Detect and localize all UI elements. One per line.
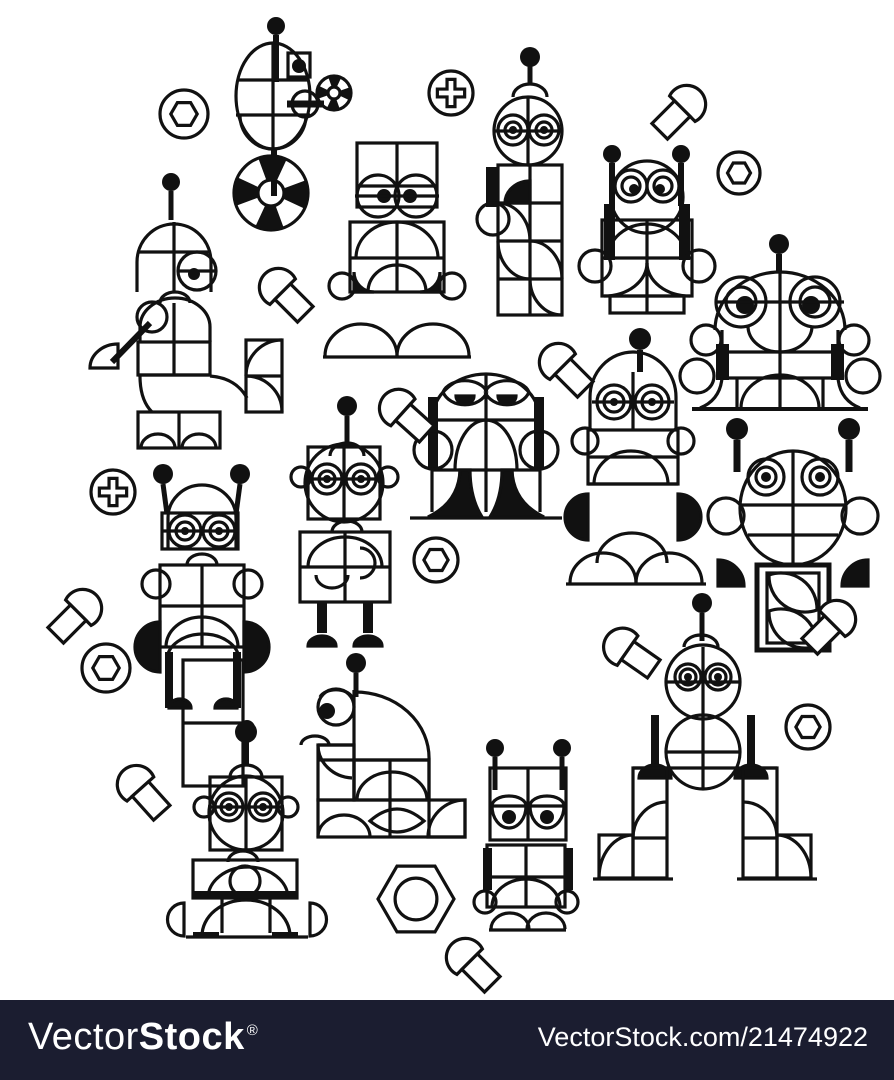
- watermark-bar: VectorStock® VectorStock.com/21474922: [0, 1000, 894, 1080]
- logo-text-bold: Stock: [138, 1015, 245, 1058]
- robots-illustration: [45, 17, 882, 995]
- robot-scholar: [289, 396, 400, 648]
- robot-audio: [706, 418, 880, 653]
- rivet-icon-7: [799, 598, 858, 657]
- robot-stack: [475, 47, 564, 317]
- rivet-icon-8: [115, 763, 173, 823]
- rivet-icon-1: [649, 83, 708, 142]
- rivet-icon-4: [537, 341, 596, 400]
- nut-icon-6: [376, 864, 456, 934]
- rivet-icon-2: [257, 266, 316, 325]
- robot-grump: [472, 739, 580, 932]
- robot-blockhead: [323, 141, 471, 359]
- logo-text-light: Vector: [28, 1015, 139, 1058]
- robot-penguin: [410, 372, 562, 520]
- robot-baby: [165, 721, 329, 939]
- robot-strider: [593, 593, 817, 881]
- robot-wide: [678, 234, 882, 411]
- screw-icon-1: [427, 69, 475, 117]
- nut-icon-1: [158, 88, 210, 140]
- rivet-icon-3: [377, 387, 437, 445]
- rivet-icon-6: [601, 626, 663, 681]
- robot-worm: [299, 653, 467, 839]
- rivet-icon-9: [444, 936, 503, 995]
- robot-unicycle: [232, 17, 353, 232]
- screw-icon-2: [89, 468, 137, 516]
- nut-icon-4: [80, 642, 132, 694]
- rivet-icon-5: [45, 587, 104, 646]
- robot-guard: [577, 145, 717, 315]
- vectorstock-url: VectorStock.com/21474922: [537, 1021, 868, 1052]
- nut-icon-2: [716, 150, 762, 196]
- nut-icon-3: [412, 536, 460, 584]
- vectorstock-logo: VectorStock®: [28, 1016, 258, 1059]
- registered-mark: ®: [246, 1021, 259, 1039]
- nut-icon-5: [784, 703, 832, 751]
- robot-fisher: [88, 173, 284, 450]
